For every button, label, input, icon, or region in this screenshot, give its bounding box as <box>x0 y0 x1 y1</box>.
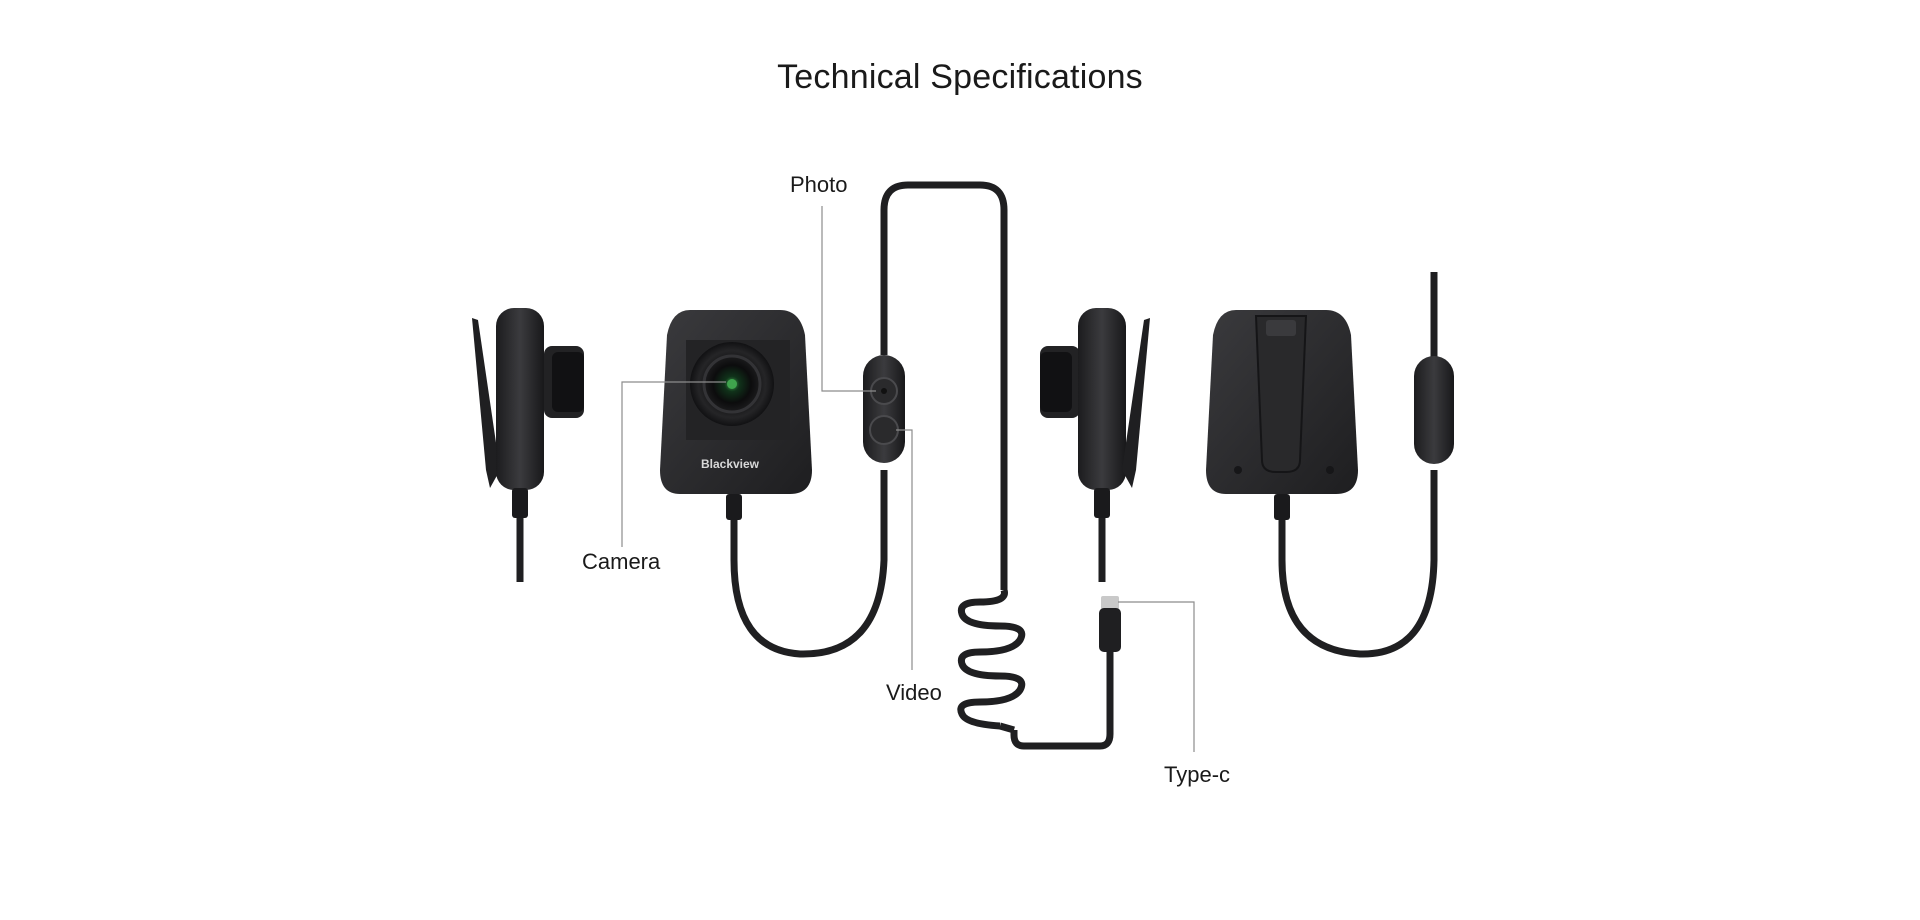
video-callout-label: Video <box>886 680 942 705</box>
brand-logo: Blackview <box>701 457 760 471</box>
device-front-view: Blackview <box>660 310 888 658</box>
inline-remote-back <box>1414 356 1454 464</box>
camera-leader <box>621 381 726 547</box>
leader-lines <box>621 206 1195 752</box>
device-back-view <box>1206 272 1454 658</box>
device-side-view-right <box>1040 308 1150 582</box>
back-clip <box>1254 315 1308 473</box>
strain-relief <box>512 488 528 518</box>
side-body <box>496 308 544 490</box>
inline-remote <box>863 181 1008 590</box>
video-leader <box>896 429 913 670</box>
remote-body <box>863 355 905 463</box>
upper-cable <box>880 181 1008 590</box>
belt-clip-right <box>1122 318 1150 488</box>
type-c-connector <box>1099 596 1121 662</box>
coiled-cable <box>957 588 1114 750</box>
photo-callout-label: Photo <box>790 172 848 197</box>
type-c-leader <box>1118 601 1195 752</box>
device-side-view-left <box>472 308 584 582</box>
lower-cable <box>1010 640 1114 750</box>
camera-callout-label: Camera <box>582 549 661 574</box>
side-body-right <box>1078 308 1126 490</box>
back-cable <box>1278 470 1438 658</box>
type-c-callout-label: Type-c <box>1164 762 1231 787</box>
page-title: Technical Specifications <box>777 58 1143 96</box>
camera-cable <box>730 470 888 658</box>
belt-clip <box>472 318 500 488</box>
video-button <box>869 415 899 445</box>
photo-leader <box>821 206 876 392</box>
